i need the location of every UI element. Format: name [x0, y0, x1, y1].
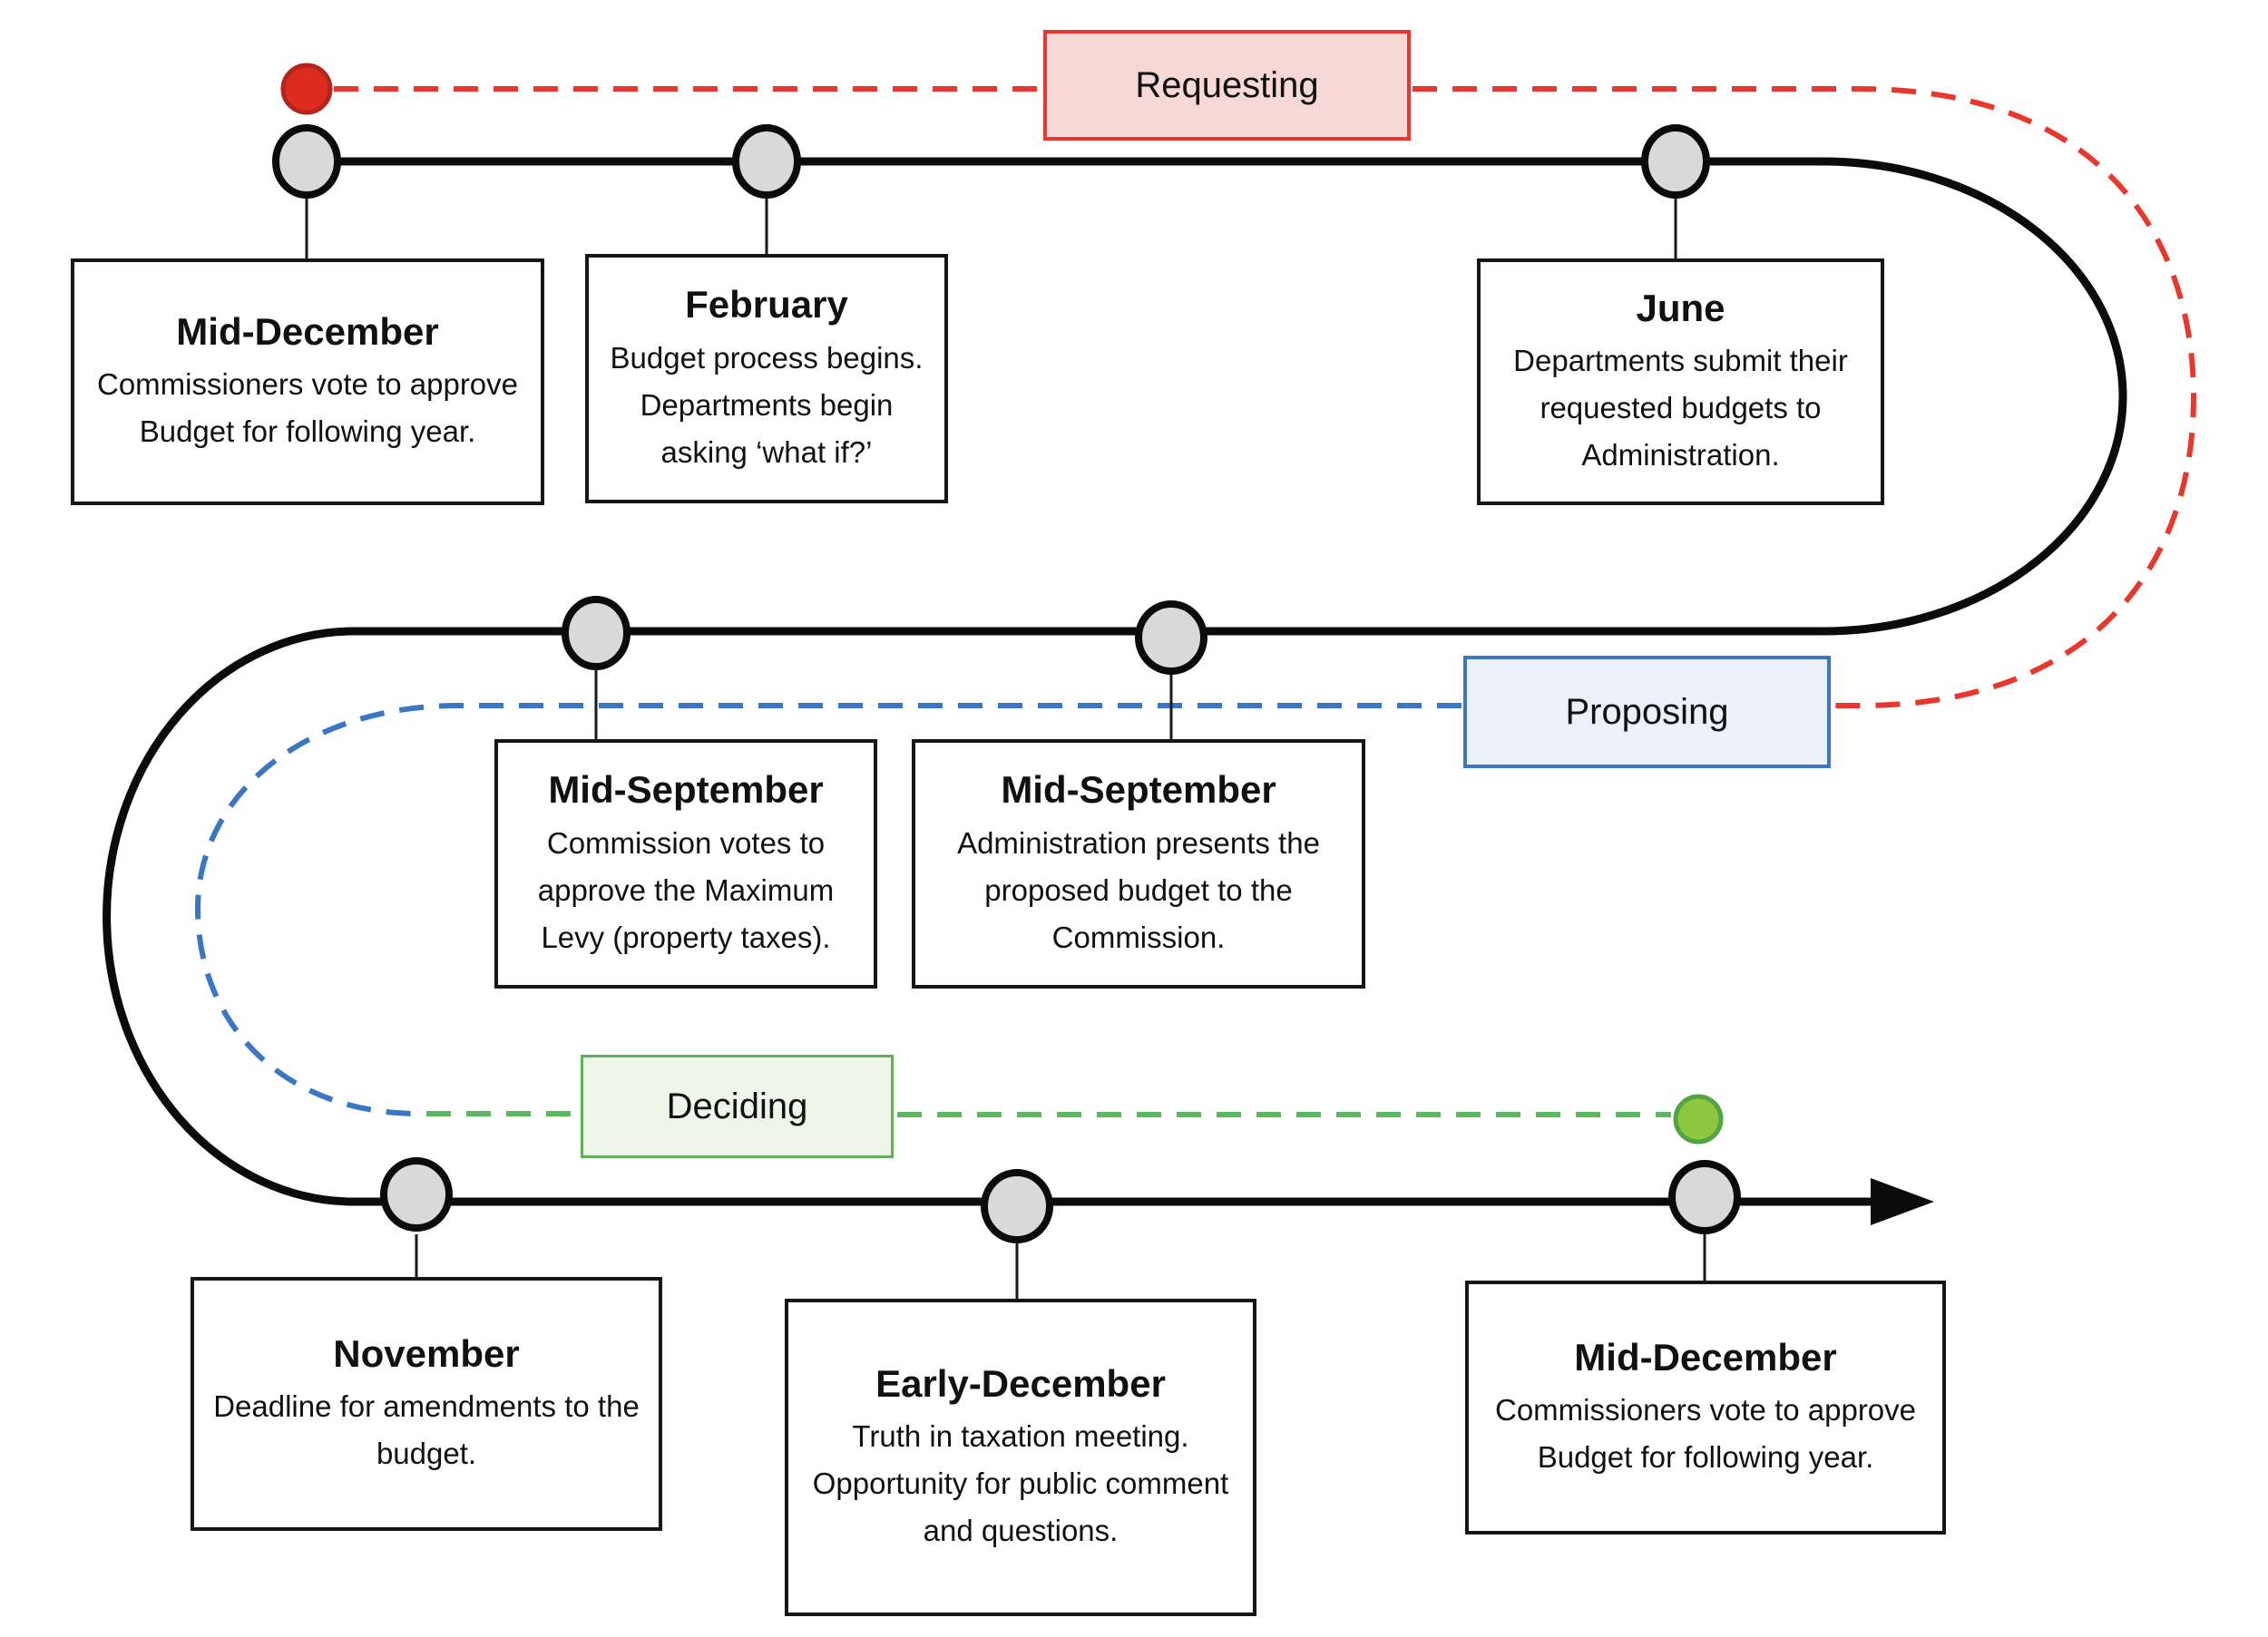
- phase-label-requesting: Requesting: [1043, 30, 1411, 141]
- event-card-february: February Budget process begins. Departme…: [585, 254, 948, 503]
- proposing-dashed-curve: [194, 703, 1461, 1116]
- event-description: Commissioners vote to approve Budget for…: [1494, 1393, 1917, 1475]
- timeline-node-4: [562, 596, 631, 670]
- timeline-track: [103, 157, 2127, 1206]
- event-card-november: November Deadline for amendments to the …: [191, 1277, 662, 1531]
- event-title: Mid-September: [1001, 768, 1276, 812]
- timeline-node-6: [380, 1157, 453, 1232]
- timeline-arrowhead-icon: [1871, 1178, 1934, 1225]
- phase-label-proposing: Proposing: [1463, 656, 1831, 768]
- event-description: Departments submit their requested budge…: [1513, 344, 1848, 473]
- phase-label-deciding-text: Deciding: [666, 1086, 808, 1126]
- event-card-mid-september-levy: Mid-September Commission votes to approv…: [494, 739, 877, 989]
- event-description: Commission votes to approve the Maximum …: [537, 825, 835, 954]
- event-description: Budget process begins. Departments begin…: [610, 340, 924, 469]
- event-card-june: June Departments submit their requested …: [1477, 258, 1884, 505]
- requesting-dashed-curve-right: [1413, 86, 2197, 708]
- event-description: Administration presents the proposed bud…: [957, 825, 1320, 954]
- event-title: June: [1636, 286, 1725, 329]
- event-title: Early-December: [875, 1361, 1166, 1405]
- timeline-node-7: [981, 1169, 1053, 1243]
- timeline-node-2: [732, 124, 801, 199]
- event-title: Mid-December: [1574, 1335, 1837, 1379]
- start-dot-icon: [280, 63, 333, 115]
- event-card-mid-december-top: Mid-December Commissioners vote to appro…: [71, 258, 544, 505]
- timeline-node-5: [1135, 600, 1207, 675]
- timeline-node-1: [272, 124, 341, 199]
- timeline-node-3: [1641, 124, 1710, 199]
- event-card-mid-september-proposed: Mid-September Administration presents th…: [912, 739, 1365, 989]
- event-title: Mid-December: [176, 309, 439, 353]
- phase-label-deciding: Deciding: [581, 1055, 894, 1158]
- event-title: Mid-September: [548, 768, 824, 812]
- phase-label-proposing-text: Proposing: [1565, 691, 1729, 732]
- event-title: February: [685, 283, 848, 326]
- event-description: Truth in taxation meeting. Opportunity f…: [812, 1419, 1229, 1548]
- event-card-early-december: Early-December Truth in taxation meeting…: [785, 1299, 1256, 1616]
- event-description: Deadline for amendments to the budget.: [213, 1389, 640, 1471]
- event-description: Commissioners vote to approve Budget for…: [96, 367, 519, 449]
- event-title: November: [333, 1331, 520, 1375]
- end-dot-icon: [1673, 1094, 1724, 1145]
- event-card-mid-december-bottom: Mid-December Commissioners vote to appro…: [1465, 1281, 1946, 1535]
- phase-label-requesting-text: Requesting: [1135, 64, 1319, 105]
- timeline-node-8: [1668, 1160, 1741, 1234]
